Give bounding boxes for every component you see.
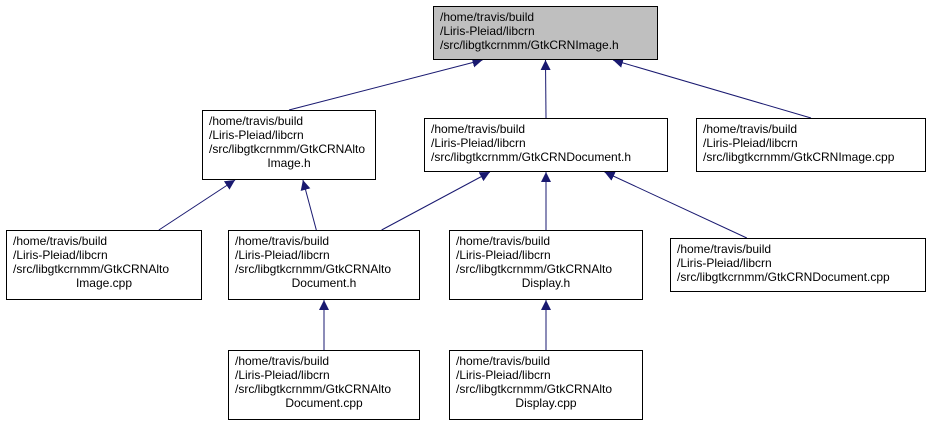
node-line: Document.h bbox=[291, 276, 357, 290]
node-gtkcrndocument-h[interactable]: /home/travis/build /Liris-Pleiad/libcrn … bbox=[424, 118, 668, 172]
node-line: Image.cpp bbox=[75, 276, 133, 290]
node-line: /Liris-Pleiad/libcrn bbox=[456, 248, 551, 262]
node-line: Display.cpp bbox=[515, 396, 577, 410]
node-line: /src/libgtkcrnmm/GtkCRNAlto bbox=[456, 382, 613, 396]
node-line: /home/travis/build bbox=[440, 10, 535, 24]
node-gtkcrnimage-cpp[interactable]: /home/travis/build /Liris-Pleiad/libcrn … bbox=[696, 118, 926, 172]
node-gtkcrnaltoimage-h[interactable]: /home/travis/build /Liris-Pleiad/libcrn … bbox=[202, 110, 376, 180]
node-line: /src/libgtkcrnmm/GtkCRNImage.h bbox=[440, 38, 619, 52]
node-line: /Liris-Pleiad/libcrn bbox=[209, 128, 304, 142]
node-line: Display.h bbox=[521, 276, 571, 290]
node-line: /Liris-Pleiad/libcrn bbox=[431, 136, 526, 150]
node-line: /src/libgtkcrnmm/GtkCRNAlto bbox=[235, 262, 392, 276]
node-line: /home/travis/build bbox=[456, 234, 551, 248]
node-line: Document.cpp bbox=[285, 396, 363, 410]
node-gtkcrnaltodisplay-h[interactable]: /home/travis/build /Liris-Pleiad/libcrn … bbox=[449, 230, 643, 300]
node-line: /home/travis/build bbox=[431, 122, 526, 136]
node-line: /Liris-Pleiad/libcrn bbox=[13, 248, 108, 262]
edge-gtkcrnaltoimage_cpp-to-gtkcrnaltoimage_h bbox=[158, 179, 236, 231]
node-line: /home/travis/build bbox=[456, 354, 551, 368]
node-gtkcrndocument-cpp[interactable]: /home/travis/build /Liris-Pleiad/libcrn … bbox=[670, 238, 926, 292]
node-gtkcrnimage-h[interactable]: /home/travis/build /Liris-Pleiad/libcrn … bbox=[433, 6, 658, 60]
node-gtkcrnaltodocument-cpp[interactable]: /home/travis/build /Liris-Pleiad/libcrn … bbox=[228, 350, 420, 420]
node-line: /src/libgtkcrnmm/GtkCRNAlto bbox=[209, 142, 366, 156]
node-line: /home/travis/build bbox=[703, 122, 798, 136]
node-gtkcrnaltoimage-cpp[interactable]: /home/travis/build /Liris-Pleiad/libcrn … bbox=[6, 230, 202, 300]
node-line: /Liris-Pleiad/libcrn bbox=[235, 368, 330, 382]
edge-gtkcrndocument_cpp-to-gtkcrndocument_h bbox=[604, 171, 748, 239]
node-line: /home/travis/build bbox=[13, 234, 108, 248]
node-line: /src/libgtkcrnmm/GtkCRNAlto bbox=[235, 382, 392, 396]
edge-gtkcrndocument_h-to-gtkcrnimage_h bbox=[540, 59, 551, 119]
node-gtkcrnaltodocument-h[interactable]: /home/travis/build /Liris-Pleiad/libcrn … bbox=[228, 230, 420, 300]
node-line: Image.h bbox=[267, 156, 311, 170]
node-line: /src/libgtkcrnmm/GtkCRNDocument.h bbox=[431, 150, 632, 164]
node-gtkcrnaltodisplay-cpp[interactable]: /home/travis/build /Liris-Pleiad/libcrn … bbox=[449, 350, 643, 420]
node-line: /src/libgtkcrnmm/GtkCRNDocument.cpp bbox=[677, 270, 890, 284]
edge-gtkcrnimage_cpp-to-gtkcrnimage_h bbox=[612, 58, 812, 119]
node-line: /Liris-Pleiad/libcrn bbox=[456, 368, 551, 382]
node-line: /src/libgtkcrnmm/GtkCRNAlto bbox=[456, 262, 613, 276]
node-line: /home/travis/build bbox=[677, 242, 772, 256]
node-line: /src/libgtkcrnmm/GtkCRNImage.cpp bbox=[703, 150, 895, 164]
node-line: /home/travis/build bbox=[235, 354, 330, 368]
node-line: /Liris-Pleiad/libcrn bbox=[440, 24, 535, 38]
edge-gtkcrnaltodocument_h-to-gtkcrndocument_h bbox=[381, 171, 491, 231]
node-line: /Liris-Pleiad/libcrn bbox=[235, 248, 330, 262]
node-line: /Liris-Pleiad/libcrn bbox=[677, 256, 772, 270]
node-line: /Liris-Pleiad/libcrn bbox=[703, 136, 798, 150]
edge-gtkcrnaltoimage_h-to-gtkcrnimage_h bbox=[288, 57, 483, 111]
node-line: /home/travis/build bbox=[235, 234, 330, 248]
edge-gtkcrnaltodocument_h-to-gtkcrnaltoimage_h bbox=[300, 179, 317, 231]
node-line: /src/libgtkcrnmm/GtkCRNAlto bbox=[13, 262, 170, 276]
node-line: /home/travis/build bbox=[209, 114, 304, 128]
